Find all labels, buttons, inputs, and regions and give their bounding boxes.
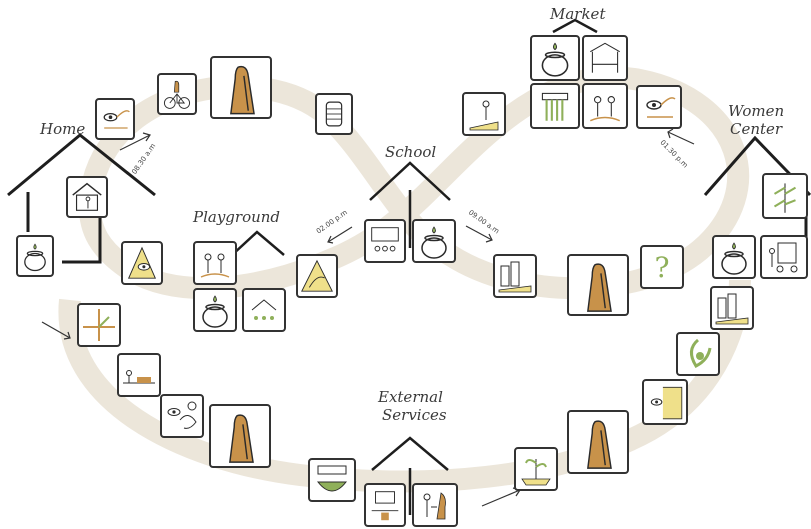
woman-tile xyxy=(210,56,272,119)
classroom-icon xyxy=(366,221,404,261)
ext-desk-tile xyxy=(364,483,406,527)
external-services-label-line2: Services xyxy=(382,406,447,424)
ext-exchange-tile xyxy=(412,483,458,527)
women-woman-tile xyxy=(567,254,629,316)
plant-icon xyxy=(516,449,556,489)
question-tile: ? xyxy=(640,245,684,289)
recycle-tile xyxy=(676,332,720,376)
veiled-woman-icon xyxy=(569,256,627,314)
veiled-woman-icon xyxy=(569,412,627,472)
stall-icon xyxy=(584,37,626,79)
school-label: School xyxy=(385,143,437,161)
external-house-outline xyxy=(371,436,449,515)
people-icon xyxy=(195,243,235,283)
person-in-house-icon xyxy=(68,178,106,216)
market-stall-tile xyxy=(582,35,628,81)
woman-left-tile xyxy=(209,404,271,468)
bicycle-tile xyxy=(157,73,197,115)
group-icon xyxy=(244,290,284,330)
woman-right-tile xyxy=(567,410,629,474)
eye-talk-icon xyxy=(162,396,202,436)
basin-tile xyxy=(308,458,356,502)
home-label: Home xyxy=(40,120,86,138)
pot-icon xyxy=(532,37,578,79)
pot-icon xyxy=(714,237,754,277)
slide-tile xyxy=(296,254,338,298)
desk-icon xyxy=(366,485,404,525)
school-class-tile xyxy=(364,219,406,263)
veiled-woman-icon xyxy=(211,406,269,466)
compass-tile xyxy=(77,303,121,347)
plant-tile xyxy=(514,447,558,491)
scroll-icon xyxy=(317,95,351,133)
market-eye-tile xyxy=(636,85,682,129)
playground-group-tile xyxy=(242,288,286,332)
eye-shop-icon xyxy=(644,381,686,423)
road-woman-tile xyxy=(462,92,506,136)
eye-shop-tile xyxy=(642,379,688,425)
playground-house-outline xyxy=(231,230,285,256)
women-tree-tile xyxy=(762,173,808,219)
eye-path-icon xyxy=(638,87,680,127)
question-icon: ? xyxy=(642,247,682,287)
slide-icon xyxy=(298,256,336,296)
svg-text:?: ? xyxy=(654,251,669,284)
veiled-woman-icon xyxy=(212,58,270,117)
eye-path-icon xyxy=(97,100,133,138)
playground-people-tile xyxy=(193,241,237,285)
street-tile xyxy=(710,286,754,330)
pot-icon xyxy=(195,290,235,330)
women-cart-tile xyxy=(760,235,808,279)
eye-corner-tile xyxy=(121,241,163,285)
women-center-label-line1: Women xyxy=(728,102,785,120)
recycle-icon xyxy=(678,334,718,374)
woman-road-icon xyxy=(464,94,504,134)
vendors-tile xyxy=(117,353,161,397)
external-services-label-line1: External xyxy=(378,388,443,406)
women-pot-tile xyxy=(712,235,756,279)
market-people-tile xyxy=(582,83,628,129)
tree-icon xyxy=(764,175,806,217)
home-house-outline xyxy=(7,133,156,264)
market-house-outline xyxy=(552,18,598,34)
pot-icon xyxy=(18,237,52,275)
playground-label: Playground xyxy=(193,208,281,226)
cart-icon xyxy=(762,237,806,277)
bicycle-icon xyxy=(159,75,195,113)
basin-icon xyxy=(310,460,354,500)
eye-walk-tile xyxy=(95,98,135,140)
market-pot-tile xyxy=(530,35,580,81)
pot-tile xyxy=(16,235,54,277)
market-label: Market xyxy=(550,5,606,23)
street-icon xyxy=(712,288,752,328)
playground-pot-tile xyxy=(193,288,237,332)
goods-icon xyxy=(532,85,578,127)
compass-icon xyxy=(79,305,119,345)
pot-icon xyxy=(414,221,454,261)
eye-talk-tile xyxy=(160,394,204,438)
house-person-tile xyxy=(66,176,108,218)
market-goods-tile xyxy=(530,83,580,129)
eye-corner-icon xyxy=(123,243,161,283)
lower-route-path xyxy=(58,279,751,493)
school-house-outline xyxy=(369,161,451,248)
people-icon xyxy=(584,85,626,127)
women-center-label-line2: Center xyxy=(730,120,783,138)
school-pot-tile xyxy=(412,219,456,263)
school-exit-tile xyxy=(493,254,537,298)
scroll-tile xyxy=(315,93,353,135)
exchange-icon xyxy=(414,485,456,525)
vendors-icon xyxy=(119,355,159,395)
street-icon xyxy=(495,256,535,296)
